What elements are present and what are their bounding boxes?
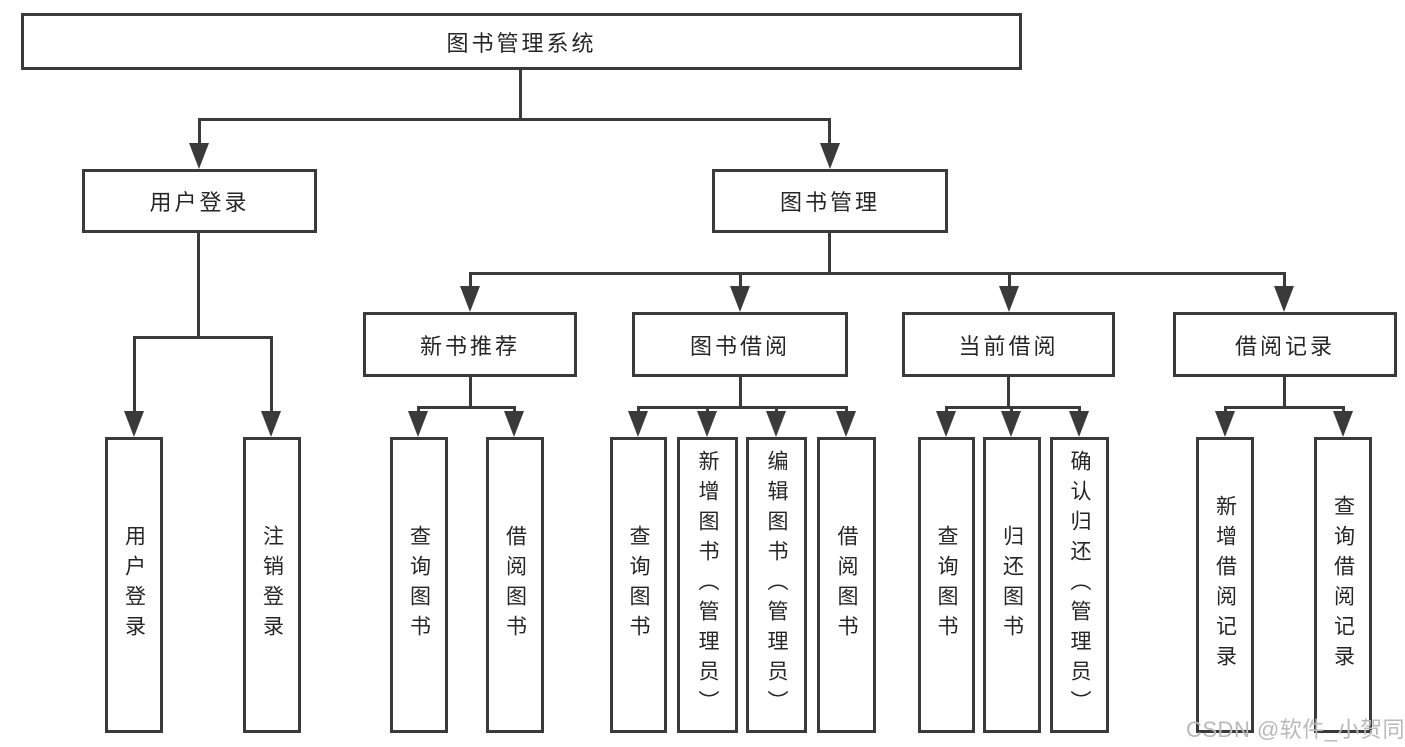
arrowhead-down-icon xyxy=(697,411,717,437)
leaf-query-books-recommend: 查询图书 xyxy=(390,437,448,733)
edge-book-management-stub xyxy=(828,233,831,274)
leaf-borrow-books-borrowing: 借阅图书 xyxy=(817,437,876,733)
arrowhead-down-icon xyxy=(999,286,1019,312)
edge-root-bar xyxy=(198,118,831,121)
edge-book-borrowing-bar xyxy=(637,406,847,409)
arrowhead-down-icon xyxy=(124,411,144,437)
node-new-book-recommend: 新书推荐 xyxy=(363,312,577,377)
edge-to-leaf xyxy=(945,406,948,413)
leaf-logout: 注销登录 xyxy=(243,437,301,733)
arrowhead-down-icon xyxy=(189,143,209,169)
edge-to-leaf xyxy=(417,406,420,413)
leaf-query-books-current: 查询图书 xyxy=(918,437,975,733)
leaf-label: 编辑图书（管理员） xyxy=(765,450,788,720)
arrowhead-down-icon xyxy=(1069,411,1089,437)
leaf-confirm-return-admin: 确认归还（管理员） xyxy=(1050,437,1109,733)
arrowhead-down-icon xyxy=(408,411,428,437)
arrowhead-down-icon xyxy=(1215,411,1235,437)
leaf-label: 注销登录 xyxy=(260,525,284,645)
leaf-label: 归还图书 xyxy=(1000,525,1024,645)
node-borrowing-records: 借阅记录 xyxy=(1173,312,1397,377)
leaf-borrow-books-recommend: 借阅图书 xyxy=(486,437,544,733)
leaf-label: 查询图书 xyxy=(627,525,650,645)
leaf-add-book-admin: 新增图书（管理员） xyxy=(677,437,738,733)
arrowhead-down-icon xyxy=(936,411,956,437)
edge-to-leaf xyxy=(775,406,778,413)
edge-new-book-recommend-stub xyxy=(469,377,472,408)
edge-to-leaf-logout xyxy=(270,336,273,413)
edge-to-current-borrowing xyxy=(1008,272,1011,288)
edge-to-leaf xyxy=(513,406,516,413)
leaf-return-books: 归还图书 xyxy=(983,437,1041,733)
arrowhead-down-icon xyxy=(836,411,856,437)
arrowhead-down-icon xyxy=(504,411,524,437)
leaf-label: 借阅图书 xyxy=(835,525,858,645)
node-book-borrowing: 图书借阅 xyxy=(632,312,848,377)
node-label: 图书管理 xyxy=(779,190,880,215)
edge-current-borrowing-stub xyxy=(1007,377,1010,408)
leaf-label: 确认归还（管理员） xyxy=(1068,450,1091,720)
arrowhead-down-icon xyxy=(766,411,786,437)
edge-to-user-login xyxy=(198,118,201,146)
edge-borrowing-records-bar xyxy=(1224,406,1345,409)
leaf-label: 新增借阅记录 xyxy=(1213,495,1237,675)
node-label: 借阅记录 xyxy=(1234,333,1335,359)
edge-book-borrowing-stub xyxy=(739,377,742,408)
node-label: 新书推荐 xyxy=(419,333,520,359)
arrowhead-down-icon xyxy=(1001,411,1021,437)
edge-to-leaf-user-login xyxy=(133,336,136,413)
node-library-management-system: 图书管理系统 xyxy=(21,13,1022,70)
leaf-label: 查询图书 xyxy=(407,525,431,645)
leaf-query-borrow-record: 查询借阅记录 xyxy=(1314,437,1372,733)
arrowhead-down-icon xyxy=(460,286,480,312)
node-label: 图书借阅 xyxy=(689,333,790,359)
edge-to-leaf xyxy=(637,406,640,413)
node-user-login: 用户登录 xyxy=(82,169,317,233)
edge-to-book-borrowing xyxy=(739,272,742,288)
arrowhead-down-icon xyxy=(1274,286,1294,312)
edge-user-login-bar xyxy=(133,336,273,339)
arrowhead-down-icon xyxy=(1333,411,1353,437)
node-label: 用户登录 xyxy=(149,190,250,215)
node-label: 图书管理系统 xyxy=(446,30,597,56)
leaf-label: 用户登录 xyxy=(122,525,146,645)
leaf-user-login: 用户登录 xyxy=(105,437,163,733)
edge-to-leaf xyxy=(1078,406,1081,413)
edge-root-stub xyxy=(519,69,522,120)
leaf-label: 查询借阅记录 xyxy=(1331,495,1355,675)
leaf-edit-book-admin: 编辑图书（管理员） xyxy=(746,437,807,733)
edge-book-management-bar xyxy=(469,272,1284,275)
node-current-borrowing: 当前借阅 xyxy=(902,312,1115,377)
edge-to-new-book-recommend xyxy=(469,272,472,288)
edge-to-book-management xyxy=(828,118,831,146)
edge-new-book-recommend-bar xyxy=(417,406,516,409)
leaf-add-borrow-record: 新增借阅记录 xyxy=(1196,437,1254,733)
leaf-label: 借阅图书 xyxy=(503,525,527,645)
arrowhead-down-icon xyxy=(820,143,840,169)
node-book-management: 图书管理 xyxy=(712,169,948,233)
edge-to-leaf xyxy=(1224,406,1227,413)
arrowhead-down-icon xyxy=(261,411,281,437)
edge-to-leaf xyxy=(1342,406,1345,413)
edge-to-borrowing-records xyxy=(1283,272,1286,288)
edge-borrowing-records-stub xyxy=(1283,377,1286,408)
leaf-label: 新增图书（管理员） xyxy=(696,450,719,720)
node-label: 当前借阅 xyxy=(958,333,1059,359)
edge-to-leaf xyxy=(845,406,848,413)
edge-to-leaf xyxy=(1010,406,1013,413)
csdn-watermark: CSDN @软件_小贺同学 xyxy=(1186,717,1405,742)
leaf-query-books-borrowing: 查询图书 xyxy=(610,437,667,733)
arrowhead-down-icon xyxy=(730,286,750,312)
edge-user-login-stub xyxy=(197,233,200,338)
leaf-label: 查询图书 xyxy=(935,525,958,645)
arrowhead-down-icon xyxy=(628,411,648,437)
edge-to-leaf xyxy=(706,406,709,413)
